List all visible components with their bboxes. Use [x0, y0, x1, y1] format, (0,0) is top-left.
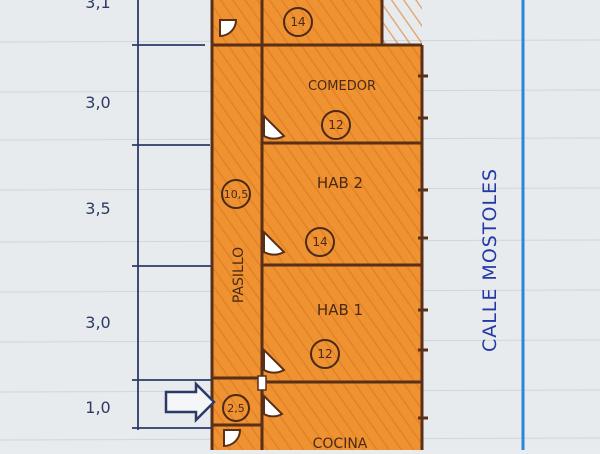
area-circles: [221, 7, 351, 422]
door-hab2: [263, 229, 286, 256]
area-hab1: 12: [317, 347, 332, 361]
area-hab2: 14: [312, 235, 327, 249]
room-labels: COMEDOR HAB 2 HAB 1 COCINA: [308, 79, 376, 452]
area-room-1: 14: [290, 15, 305, 29]
dimension-5: 1,0: [85, 398, 110, 417]
door-room-1: [219, 19, 238, 38]
dimension-labels: 3,1 3,0 3,5 3,0 1,0: [85, 0, 110, 417]
area-values: 14 12 14 12 10,5 2,5: [224, 15, 344, 415]
walls: [210, 0, 424, 450]
street-label: CALLE MOSTOLES: [479, 168, 501, 352]
dimension-4: 3,0: [85, 313, 110, 332]
dimension-3: 3,5: [85, 199, 110, 218]
room-name-cocina: COCINA: [313, 436, 368, 450]
dimension-line: [132, 0, 212, 430]
room-name-hab2: HAB 2: [317, 174, 363, 192]
area-hall: 2,5: [227, 402, 245, 415]
room-name-comedor: COMEDOR: [308, 79, 376, 94]
wall-gap: [257, 375, 267, 391]
window-marks: [418, 74, 428, 420]
dimension-2: 3,0: [85, 93, 110, 112]
dimension-1: 3,1: [85, 0, 110, 12]
door-hab1: [263, 347, 286, 374]
doors: [219, 19, 286, 448]
entrance-arrow: [164, 380, 216, 424]
door-cocina: [263, 393, 284, 418]
room-name-hab1: HAB 1: [317, 301, 363, 319]
area-comedor: 12: [328, 118, 343, 132]
door-comedor: [263, 113, 286, 140]
corridor-label: PASILLO: [231, 247, 247, 303]
area-corridor: 10,5: [224, 188, 249, 201]
door-lower: [223, 429, 242, 448]
